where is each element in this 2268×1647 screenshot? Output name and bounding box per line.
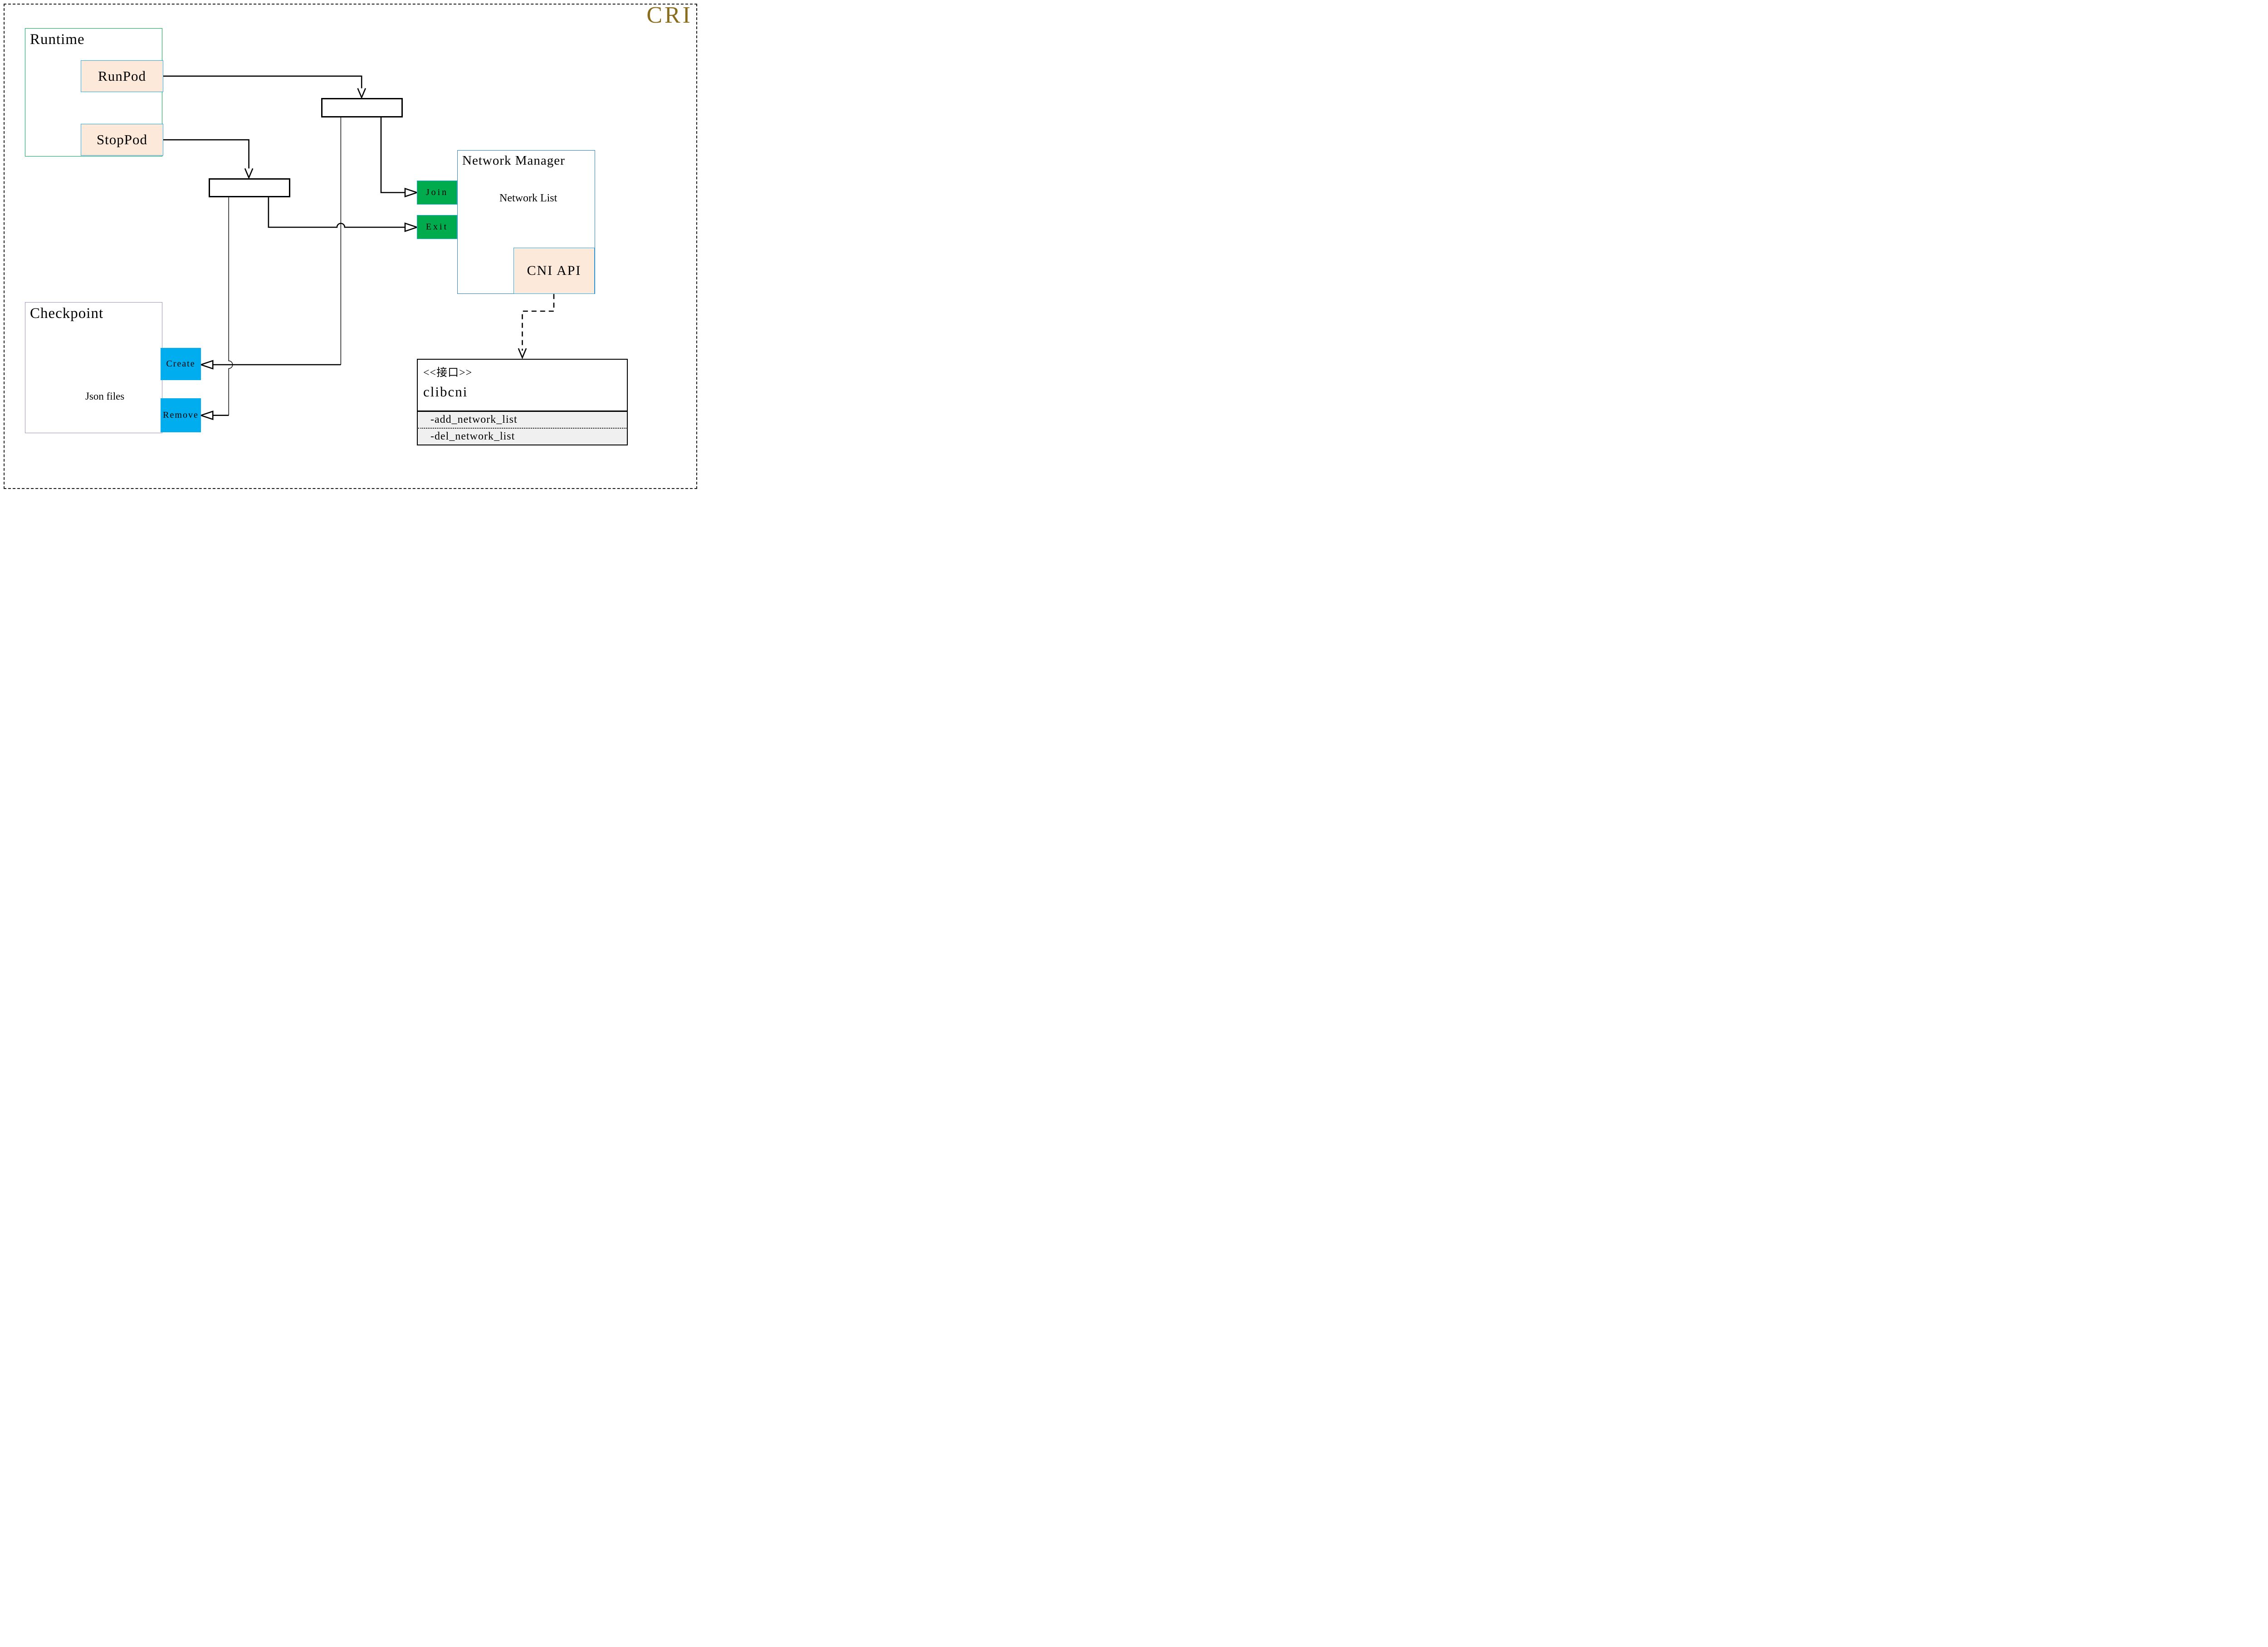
arrowhead-down-open-icon: [244, 168, 254, 180]
exit-button[interactable]: Exit: [417, 215, 457, 239]
exit-connector-line: [268, 197, 405, 228]
checkpoint-box: Checkpoint: [25, 302, 162, 433]
join-button[interactable]: Join: [417, 181, 457, 205]
cni-api-button[interactable]: CNI API: [513, 248, 595, 294]
method-del-network-list: -del_network_list: [430, 430, 515, 442]
interface-name: clibcni: [423, 384, 468, 400]
cni-clibcni-dashed-line: [522, 294, 555, 351]
arrowhead-down-open-icon: [357, 88, 366, 99]
junction2-remove-vertical-line: [228, 197, 233, 415]
interface-stereotype: <<接口>>: [423, 367, 473, 379]
join-label: Join: [425, 187, 449, 197]
runpod-connector-line: [163, 75, 362, 88]
cri-title: CRI: [646, 2, 693, 28]
remove-button[interactable]: Remove: [161, 398, 201, 432]
clibcni-header: <<接口>> clibcni: [418, 360, 627, 411]
arrowhead-left-hollow-icon: [199, 411, 214, 420]
junction-rect-runpod: [321, 98, 403, 117]
create-button[interactable]: Create: [161, 348, 201, 380]
arrowhead-down-open-icon: [518, 348, 527, 359]
runtime-title: Runtime: [30, 31, 85, 48]
network-manager-title: Network Manager: [462, 153, 565, 168]
network-list-label: Network List: [499, 192, 557, 204]
checkpoint-title: Checkpoint: [30, 305, 104, 322]
arrowhead-right-hollow-icon: [404, 222, 419, 232]
clibcni-interface-box: <<接口>> clibcni -add_network_list -del_ne…: [417, 359, 628, 445]
create-label: Create: [166, 359, 196, 369]
stoppod-label: StopPod: [96, 132, 148, 147]
exit-label: Exit: [425, 222, 449, 232]
remove-label: Remove: [163, 410, 199, 420]
interface-method-row: -del_network_list: [418, 429, 627, 445]
page-dashed-border: [4, 4, 697, 489]
diagram-canvas: CRI Runtime RunPod StopPod Checkpoint Js…: [0, 0, 701, 493]
method-dotted-divider: [418, 428, 626, 429]
interface-method-row: -add_network_list: [418, 412, 627, 428]
arrowhead-right-hollow-icon: [404, 187, 419, 198]
junction-rect-stoppod: [209, 178, 290, 197]
method-add-network-list: -add_network_list: [430, 414, 518, 425]
cni-api-label: CNI API: [527, 263, 582, 278]
json-files-label: Json files: [85, 391, 125, 402]
runpod-button[interactable]: RunPod: [81, 60, 163, 92]
stoppod-connector-line: [163, 139, 249, 169]
interface-method-list: -add_network_list -del_network_list: [418, 412, 627, 445]
interface-section-divider: [418, 411, 627, 412]
stoppod-button[interactable]: StopPod: [81, 124, 163, 156]
join-connector-line: [380, 117, 405, 193]
arrowhead-left-hollow-icon: [199, 360, 214, 370]
runpod-label: RunPod: [98, 68, 146, 84]
